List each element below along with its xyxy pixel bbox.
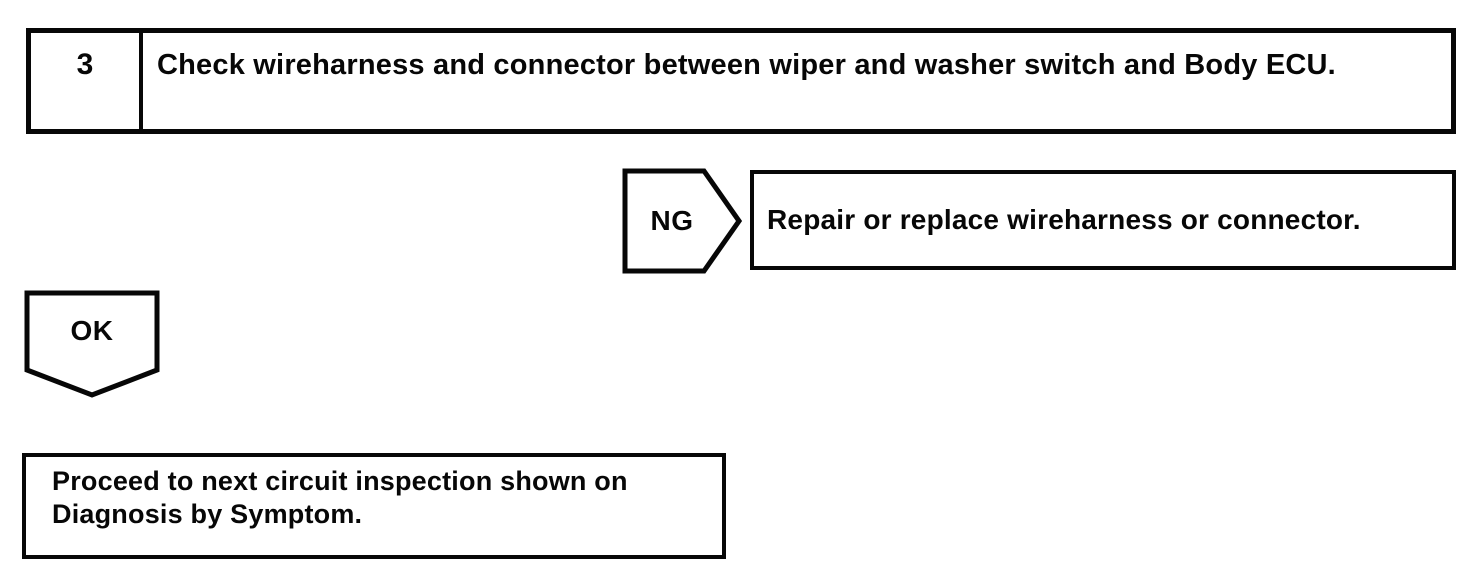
ok-pentagon-icon [24, 290, 160, 398]
step-instruction-cell: Check wireharness and connector between … [143, 33, 1451, 129]
step-box: 3 Check wireharness and connector betwee… [26, 28, 1456, 134]
step-number: 3 [31, 33, 143, 129]
ng-connector-shape: NG [622, 168, 742, 274]
ok-action-box: Proceed to next circuit inspection shown… [22, 453, 726, 559]
ng-action-text: Repair or replace wireharness or connect… [767, 204, 1361, 235]
ng-label: NG [650, 205, 694, 236]
ng-pentagon-icon [622, 168, 742, 274]
ok-action-text: Proceed to next circuit inspection shown… [52, 466, 628, 529]
ok-connector-shape: OK [24, 290, 160, 398]
step-instruction-text: Check wireharness and connector between … [157, 49, 1336, 81]
ng-action-box: Repair or replace wireharness or connect… [750, 170, 1456, 270]
ok-label: OK [70, 315, 114, 346]
